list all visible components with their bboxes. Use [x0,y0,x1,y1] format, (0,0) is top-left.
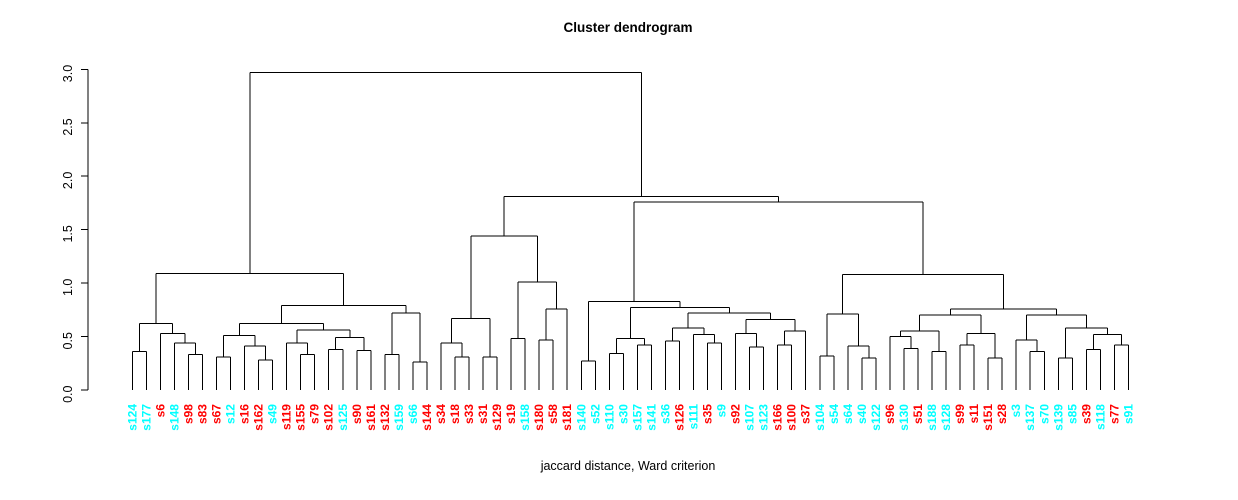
leaf-label: s99 [953,404,967,424]
leaf-label: s66 [406,404,420,424]
leaf-label: s77 [1107,404,1121,424]
leaf-label: s122 [869,404,883,431]
leaf-label: s155 [294,404,308,431]
leaf-label: s158 [518,404,532,431]
leaf-label: s51 [911,404,925,424]
leaf-label: s90 [350,404,364,424]
y-tick-label: 2.0 [61,172,75,189]
leaf-label: s188 [925,404,939,431]
leaf-label: s52 [588,404,602,424]
leaf-label: s141 [644,404,658,431]
leaf-label: s102 [322,404,336,431]
leaf-label: s162 [252,404,266,431]
leaf-label: s34 [434,404,448,424]
leaf-label: s151 [981,404,995,431]
leaf-label: s132 [378,404,392,431]
leaf-label: s125 [336,404,350,431]
leaf-label: s92 [729,404,743,424]
leaf-label: s31 [476,404,490,424]
x-axis-caption: jaccard distance, Ward criterion [540,459,716,473]
leaf-label: s18 [448,404,462,424]
leaf-label: s16 [238,404,252,424]
leaf-label: s30 [616,404,630,424]
leaf-label: s70 [1037,404,1051,424]
leaf-label: s148 [167,404,181,431]
leaf-label: s124 [125,404,139,431]
leaf-label: s36 [658,404,672,424]
leaf-label: s157 [630,404,644,431]
leaf-label: s110 [602,404,616,430]
leaf-label: s64 [841,404,855,424]
leaf-label: s3 [1009,404,1023,418]
leaf-label: s159 [392,404,406,431]
y-tick-label: 2.5 [61,118,75,135]
leaf-label: s11 [967,404,981,424]
leaf-label: s123 [757,404,771,431]
leaf-label: s6 [153,404,167,418]
leaf-label: s79 [308,404,322,424]
leaf-label: s129 [490,404,504,431]
y-tick-label: 1.5 [61,225,75,242]
leaf-label: s104 [813,404,827,431]
leaf-label: s161 [364,404,378,431]
leaf-label: s40 [855,404,869,424]
leaf-label: s144 [420,404,434,431]
leaf-label: s67 [209,404,223,424]
leaf-label: s35 [701,404,715,424]
leaf-label: s91 [1121,404,1135,424]
leaf-label: s118 [1093,404,1107,430]
leaf-label: s12 [224,404,238,424]
leaf-label: s137 [1023,404,1037,431]
y-tick-label: 1.0 [61,279,75,296]
plot-title: Cluster dendrogram [563,20,693,35]
leaf-label: s111 [687,404,701,430]
leaf-label: s96 [883,404,897,424]
y-tick-label: 0.0 [61,385,75,402]
leaf-label: s180 [532,404,546,431]
leaf-label: s33 [462,404,476,424]
leaf-label: s119 [280,404,294,430]
leaf-label: s58 [546,404,560,424]
leaf-label: s49 [266,404,280,424]
leaf-label: s139 [1051,404,1065,431]
leaf-label: s37 [799,404,813,424]
leaf-label: s98 [181,404,195,424]
leaf-label: s181 [560,404,574,431]
leaf-label: s83 [195,404,209,424]
leaf-label: s100 [785,404,799,431]
leaf-label: s54 [827,404,841,424]
leaf-label: s140 [574,404,588,431]
leaf-label: s166 [771,404,785,431]
leaf-label: s19 [504,404,518,424]
y-tick-label: 3.0 [61,65,75,82]
leaf-label: s28 [995,404,1009,424]
leaf-label: s130 [897,404,911,431]
leaf-label: s177 [139,404,153,431]
y-tick-label: 0.5 [61,332,75,349]
leaf-label: s107 [743,404,757,431]
leaf-label: s9 [715,404,729,418]
leaf-label: s85 [1065,404,1079,424]
leaf-label: s126 [672,404,686,431]
leaf-label: s39 [1079,404,1093,424]
leaf-label: s128 [939,404,953,431]
